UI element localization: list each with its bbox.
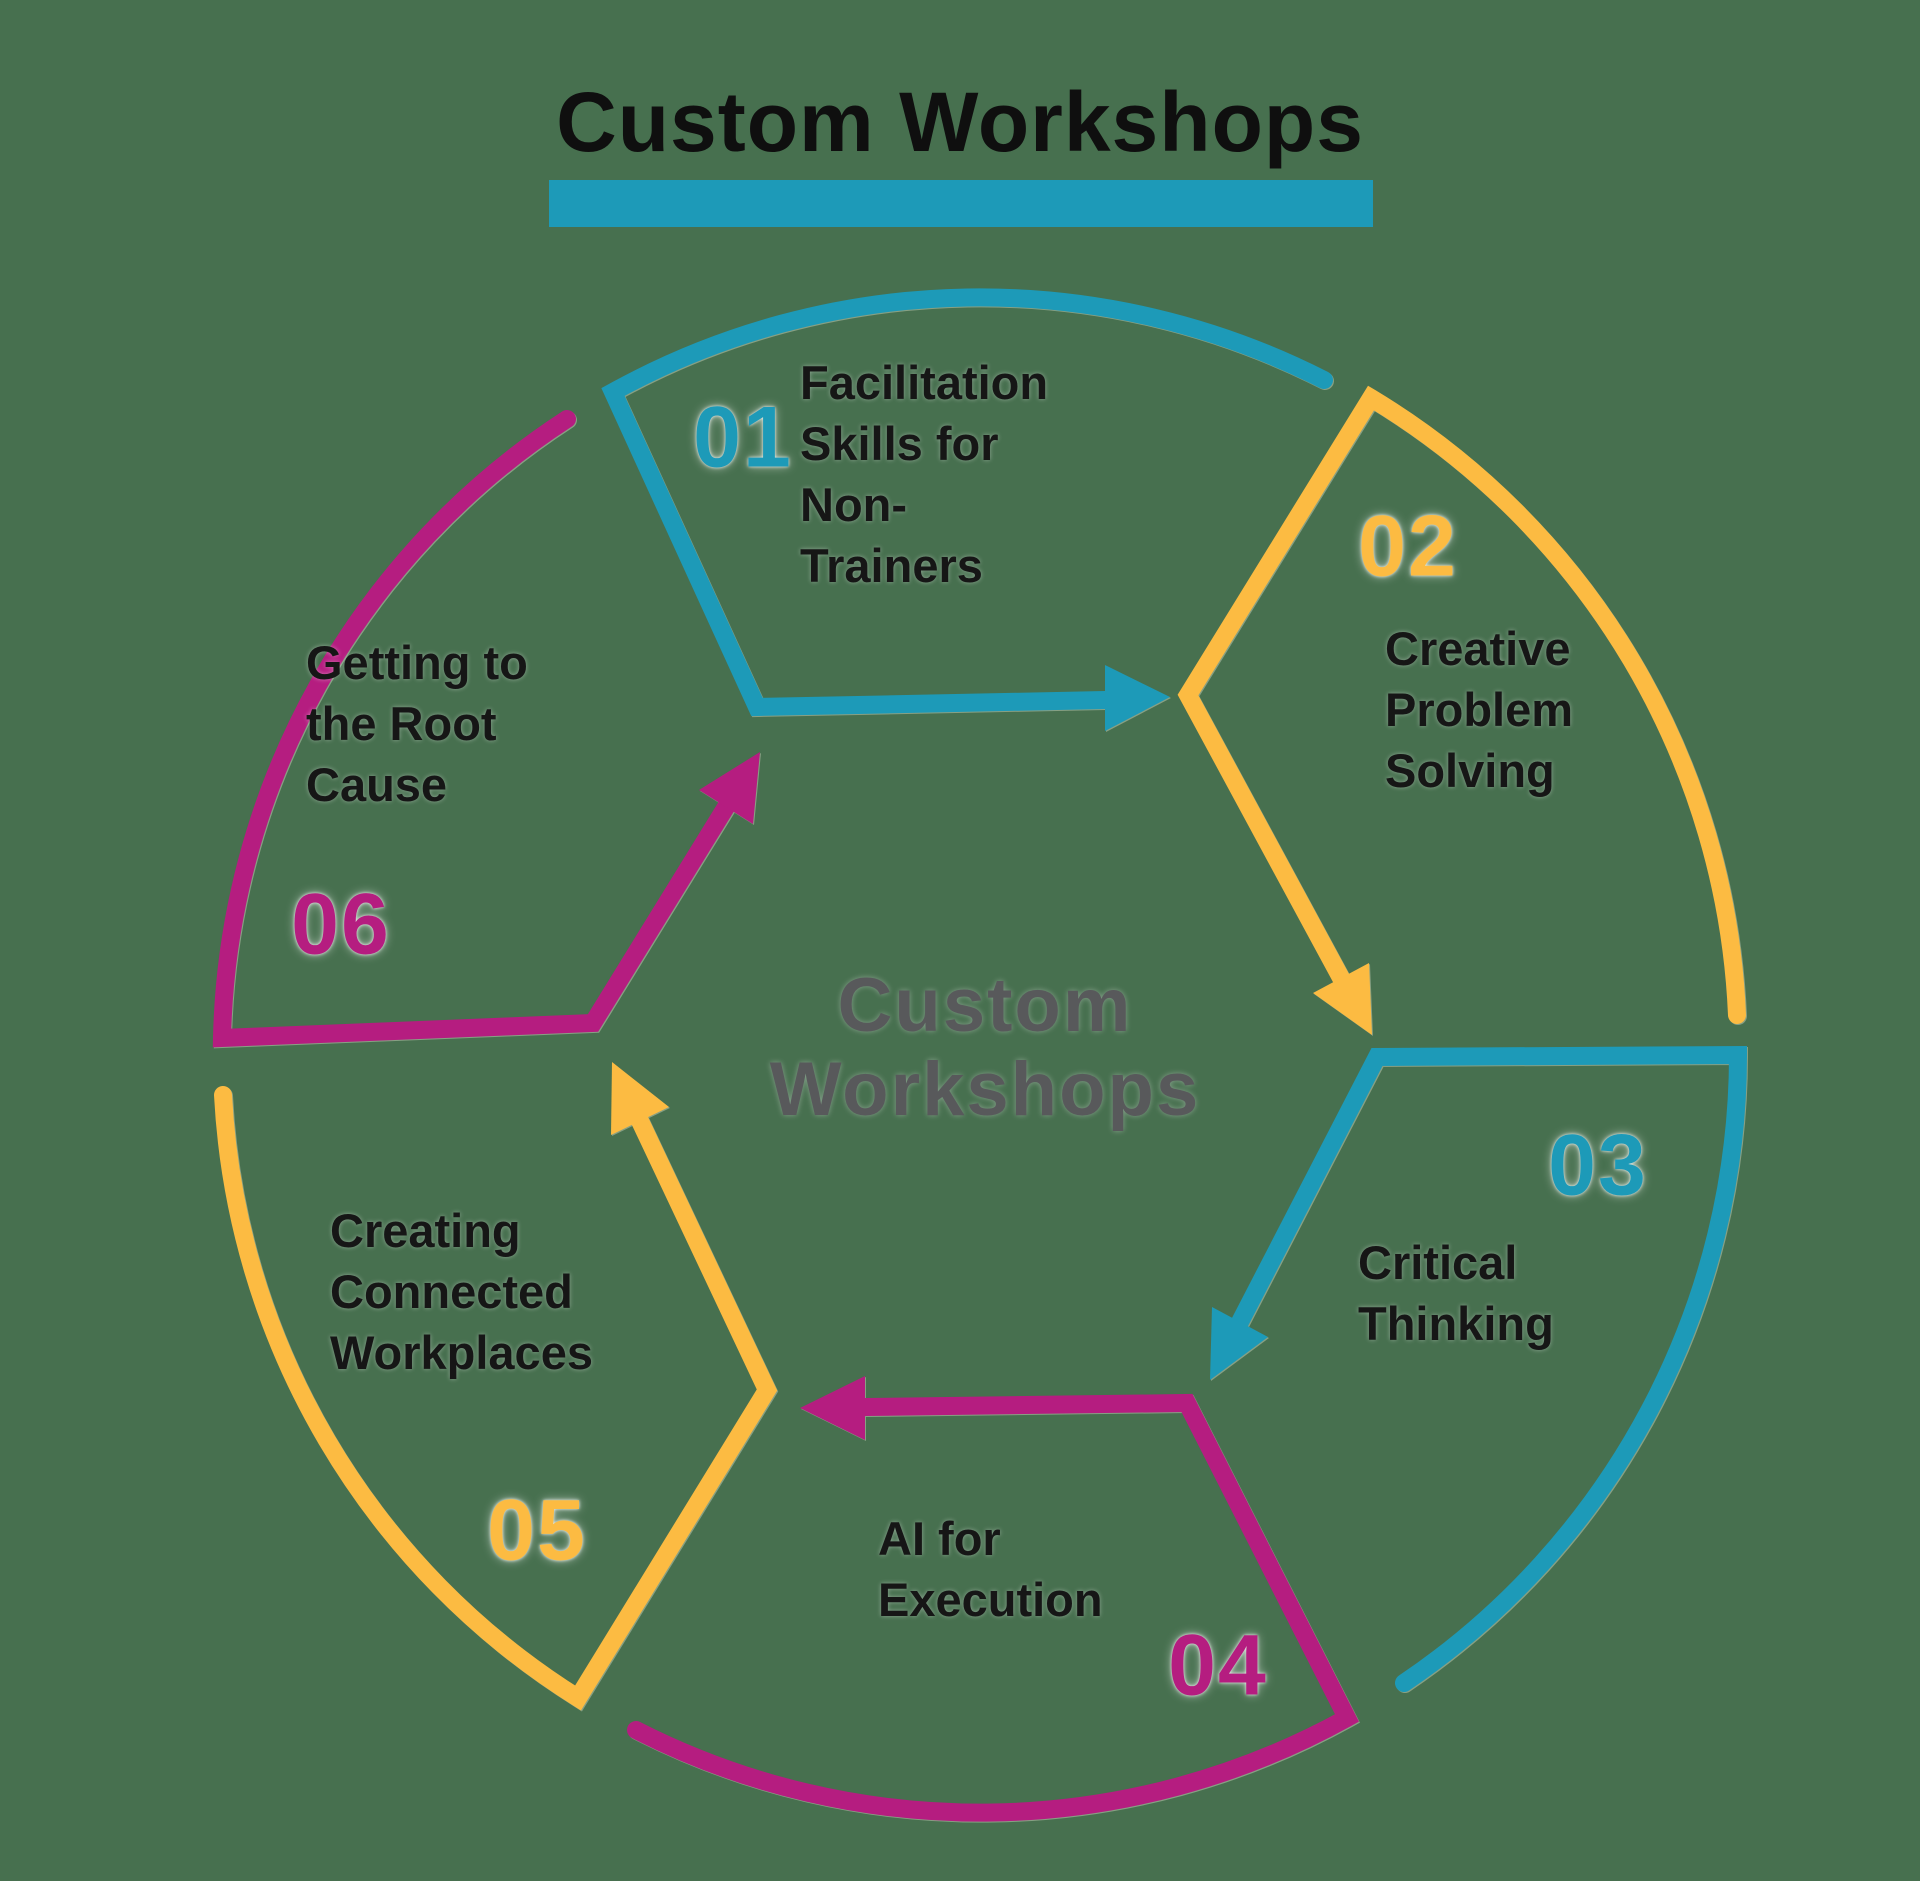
- step-1-label-line: Trainers: [800, 539, 983, 592]
- step-4-label-line: AI for: [878, 1512, 1001, 1565]
- step-3-label: Critical Thinking: [1358, 1232, 1554, 1354]
- step-2-label-line: Solving: [1385, 744, 1555, 797]
- segment-1-arrowhead-icon: [1105, 665, 1170, 731]
- center-label-line1: Custom: [837, 963, 1133, 1048]
- step-5-label-line: Creating: [330, 1204, 521, 1257]
- title-highlight-bar: [549, 180, 1373, 227]
- segment-3-arc-path: [1231, 1045, 1748, 1692]
- step-5-label: Creating Connected Workplaces: [330, 1200, 593, 1383]
- step-4-label-line: Execution: [878, 1573, 1103, 1626]
- step-5-number: 05: [487, 1482, 587, 1579]
- step-6-label-line: Cause: [306, 758, 448, 811]
- step-6-label: Getting to the Root Cause: [306, 632, 528, 815]
- step-3-label-line: Critical: [1358, 1236, 1518, 1289]
- segment-2-arrowhead-icon: [1313, 963, 1372, 1035]
- step-2-label-line: Problem: [1385, 683, 1574, 736]
- step-5-label-line: Connected: [330, 1265, 573, 1318]
- step-3-number: 03: [1548, 1117, 1648, 1214]
- step-5-label-line: Workplaces: [330, 1326, 593, 1379]
- segment-2-arc-path: [1177, 385, 1746, 1024]
- segment-1-arc-path: [601, 288, 1333, 717]
- center-label-line2: Workshops: [769, 1047, 1201, 1132]
- step-3-label-line: Thinking: [1358, 1297, 1554, 1350]
- segment-5-arc-path: [214, 1086, 778, 1711]
- segment-5-arrowhead-icon: [611, 1062, 669, 1135]
- step-1-label: Facilitation Skills for Non- Trainers: [800, 352, 1048, 596]
- step-2-label-line: Creative: [1385, 622, 1571, 675]
- step-6-label-line: Getting to: [306, 636, 528, 689]
- step-1-label-line: Non-: [800, 478, 908, 531]
- step-1-label-line: Facilitation: [800, 356, 1049, 409]
- step-1-label-line: Skills for: [800, 417, 999, 470]
- step-2-label: Creative Problem Solving: [1385, 618, 1573, 801]
- page-title: Custom Workshops: [556, 75, 1364, 169]
- step-2-number: 02: [1358, 498, 1458, 595]
- step-6-number: 06: [291, 876, 391, 973]
- step-4-label: AI for Execution: [878, 1508, 1103, 1630]
- step-4-number: 04: [1168, 1617, 1268, 1714]
- step-1-number: 01: [693, 389, 793, 486]
- center-label: Custom Workshops: [770, 964, 1200, 1132]
- segment-6-arrowhead-icon: [699, 752, 760, 824]
- step-6-label-line: the Root: [306, 697, 497, 750]
- segment-3-arrowhead-icon: [1210, 1307, 1268, 1380]
- segment-4-arrowhead-icon: [800, 1376, 865, 1440]
- segment-6-arc-path: [212, 410, 735, 1048]
- segment-4-arc-path: [627, 1393, 1359, 1822]
